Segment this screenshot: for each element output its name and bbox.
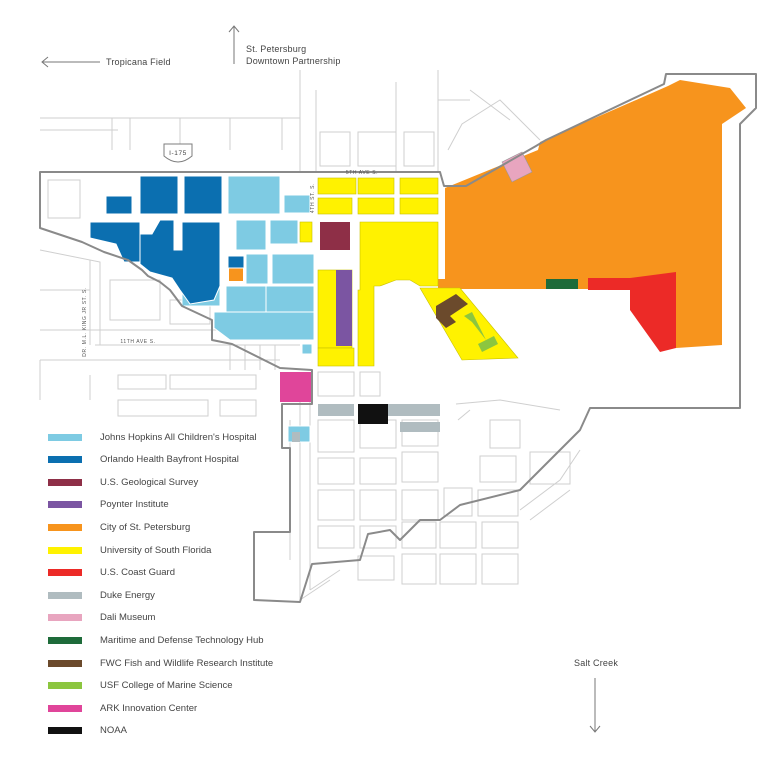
legend-swatch (48, 659, 82, 667)
downtown-label-line1: St. Petersburg (246, 44, 306, 54)
parcels-orlando-health (89, 175, 245, 305)
direction-salt-creek: Salt Creek (574, 658, 618, 733)
legend-item: City of St. Petersburg (48, 520, 190, 534)
downtown-label-line2: Downtown Partnership (246, 56, 341, 66)
legend-label: Maritime and Defense Technology Hub (100, 634, 264, 646)
parcel-us-coast-guard (588, 272, 676, 352)
parcel-city-of-st-petersburg (445, 80, 746, 348)
parcel-usf-marine-science (464, 312, 498, 352)
district-boundary (39, 73, 757, 603)
legend-item: Poynter Institute (48, 498, 169, 512)
legend-label: NOAA (100, 725, 127, 737)
legend-item: Duke Energy (48, 588, 155, 602)
legend-label: FWC Fish and Wildlife Research Institute (100, 657, 274, 669)
legend-swatch (48, 727, 82, 735)
legend-swatch (48, 591, 82, 599)
legend-label: Johns Hopkins All Children's Hospital (100, 431, 257, 443)
legend-item: Johns Hopkins All Children's Hospital (48, 430, 257, 444)
legend-swatch (48, 636, 82, 644)
parcel-maritime-defense-hub (546, 279, 578, 289)
parcel-dali-museum (501, 151, 533, 183)
legend-label: Poynter Institute (100, 499, 169, 511)
direction-tropicana: Tropicana Field (41, 56, 171, 68)
legend-swatch (48, 456, 82, 464)
parcel-poynter-institute (336, 270, 352, 346)
parcel-city-of-st-petersburg-tiny (229, 267, 243, 281)
legend-label: U.S. Geological Survey (100, 476, 199, 488)
parcels-duke-energy (292, 404, 440, 442)
legend-item: U.S. Geological Survey (48, 475, 198, 489)
legend-label: Duke Energy (100, 589, 155, 601)
i175-shield: I-175 (163, 143, 193, 163)
legend-item: USF College of Marine Science (48, 679, 233, 693)
legend-item: FWC Fish and Wildlife Research Institute (48, 656, 273, 670)
parcel-ark-innovation-center (280, 372, 312, 402)
legend-swatch (48, 501, 82, 509)
legend-item: ARK Innovation Center (48, 701, 197, 715)
legend-swatch (48, 433, 82, 441)
parcels-johns-hopkins (181, 175, 315, 443)
parcel-fwc-research (436, 294, 468, 328)
legend-label: City of St. Petersburg (100, 521, 191, 533)
tropicana-label: Tropicana Field (106, 57, 171, 67)
legend-item: Orlando Health Bayfront Hospital (48, 453, 239, 467)
legend-item: U.S. Coast Guard (48, 566, 175, 580)
parcel-noaa (358, 404, 388, 424)
legend-label: Orlando Health Bayfront Hospital (100, 454, 239, 466)
legend-item: Dali Museum (48, 611, 155, 625)
street-grid (39, 70, 581, 601)
parcel-city-of-st-petersburg-band2 (578, 279, 590, 289)
legend-label: USF College of Marine Science (100, 680, 233, 692)
legend-label: U.S. Coast Guard (100, 567, 175, 579)
street-fifth-ave-label: 5TH AVE S. (346, 170, 378, 176)
legend-label: University of South Florida (100, 544, 212, 556)
direction-downtown: St. Petersburg Downtown Partnership (228, 25, 341, 66)
street-mlk-label: DR. M.L. KING JR ST. S. (82, 287, 88, 356)
legend-swatch (48, 569, 82, 577)
legend-item: Maritime and Defense Technology Hub (48, 633, 264, 647)
legend-item: University of South Florida (48, 543, 211, 557)
legend-swatch (48, 478, 82, 486)
legend-swatch (48, 523, 82, 531)
legend-swatch (48, 704, 82, 712)
parcel-city-of-st-petersburg-small (470, 170, 505, 186)
legend-swatch (48, 682, 82, 690)
parcel-city-of-st-petersburg-band (438, 279, 546, 289)
parcel-us-geological-survey (320, 222, 350, 250)
legend-label: ARK Innovation Center (100, 702, 198, 714)
legend-item: NOAA (48, 724, 127, 738)
legend-swatch (48, 614, 82, 622)
street-fourth-st-label: 4TH ST. S. (310, 183, 316, 213)
legend-swatch (48, 546, 82, 554)
salt-creek-label: Salt Creek (574, 658, 618, 668)
i175-label: I-175 (169, 150, 187, 157)
legend-label: Dali Museum (100, 612, 156, 624)
street-eleventh-ave-label: 11TH AVE S. (120, 339, 155, 345)
